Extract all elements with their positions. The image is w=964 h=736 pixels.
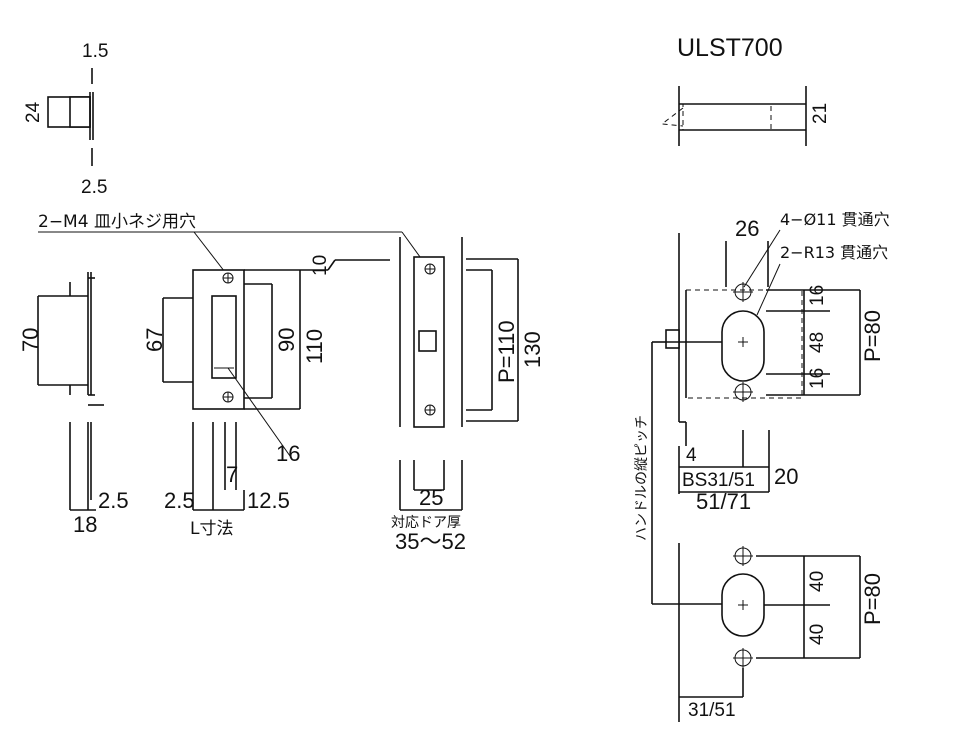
front-dim-90: 90 xyxy=(274,328,299,352)
dim-26: 26 xyxy=(735,216,759,241)
hole-note: 2−M4 皿小ネジ用穴 xyxy=(38,212,196,232)
profile-dim-depth: 18 xyxy=(73,512,97,537)
side-view-dim-bottom: 2.5 xyxy=(81,177,107,198)
hole-note-a: 4−Ø11 貫通穴 xyxy=(780,210,890,229)
dim-16a: 16 xyxy=(807,285,828,306)
top-view: 21 xyxy=(660,86,831,146)
dim-16b: 16 xyxy=(807,368,828,389)
strike-door-range: 35〜52 xyxy=(395,529,466,554)
vertical-pitch: ハンドルの縦ピッチ xyxy=(634,341,722,605)
handle-view-upper: 4−Ø11 貫通穴 2−R13 貫通穴 26 16 48 16 xyxy=(665,210,890,514)
front-dim-left: 2.5 xyxy=(164,488,195,513)
pitch-upper: P=80 xyxy=(860,310,885,362)
front-dim-7: 7 xyxy=(226,462,238,487)
dim-4: 4 xyxy=(686,445,697,466)
dim-31-51: 31/51 xyxy=(688,700,736,721)
pitch-lower: P=80 xyxy=(860,573,885,625)
strike-view: P=110 130 25 対応ドア厚 35〜52 xyxy=(391,237,545,554)
dim-20: 20 xyxy=(774,464,798,489)
side-view: 1.5 24 2.5 xyxy=(23,41,108,198)
front-dim-10: 10 xyxy=(310,255,331,276)
front-view: 67 90 110 10 16 7 2.5 12.5 L寸法 xyxy=(142,255,390,539)
profile-view: 70 2.5 18 xyxy=(18,272,129,537)
strike-dim-130: 130 xyxy=(520,331,545,368)
strike-dim-25: 25 xyxy=(419,485,443,510)
front-l-label: L寸法 xyxy=(190,519,233,539)
front-dim-16: 16 xyxy=(276,441,300,466)
dim-40a: 40 xyxy=(807,571,828,592)
profile-dim-height: 70 xyxy=(18,328,43,352)
dim-51-71: 51/71 xyxy=(696,489,751,514)
strike-pitch: P=110 xyxy=(494,320,519,383)
dim-40b: 40 xyxy=(807,624,828,645)
front-dim-110: 110 xyxy=(302,329,327,364)
top-view-dim-height: 21 xyxy=(810,103,831,124)
front-dim-right: 12.5 xyxy=(247,488,290,513)
side-view-dim-height: 24 xyxy=(23,101,44,123)
model-title: ULST700 xyxy=(677,34,783,62)
side-view-dim-top: 1.5 xyxy=(82,41,108,62)
profile-dim-offset: 2.5 xyxy=(98,488,129,513)
dim-48: 48 xyxy=(807,332,828,353)
backset: BS31/51 xyxy=(682,470,755,491)
strike-door-label: 対応ドア厚 xyxy=(391,515,461,531)
handle-view-lower: 40 40 P=80 31/51 xyxy=(678,543,885,722)
hole-note-b: 2−R13 貫通穴 xyxy=(780,243,888,262)
front-dim-inner: 67 xyxy=(142,328,167,352)
pitch-vertical-label: ハンドルの縦ピッチ xyxy=(634,415,650,541)
